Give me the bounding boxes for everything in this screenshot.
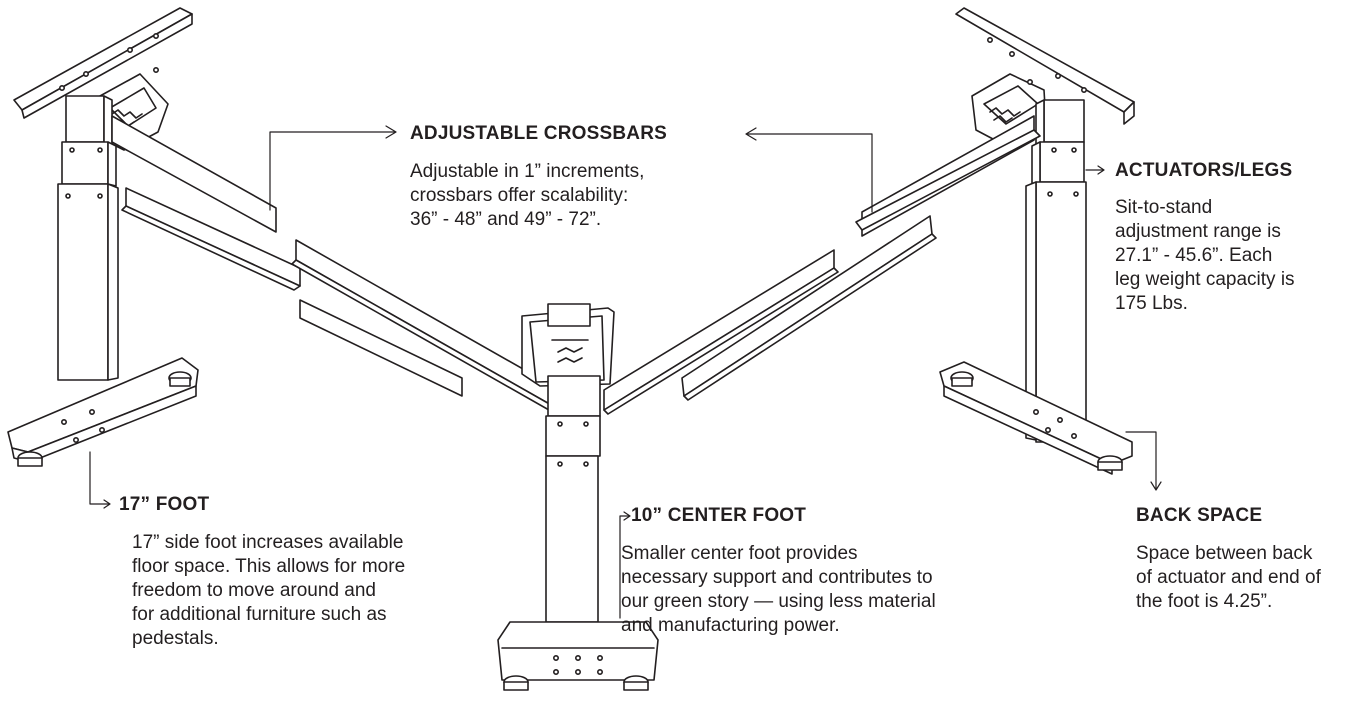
center-leg-assembly — [497, 303, 659, 691]
actuators-arrow — [1085, 165, 1105, 175]
foot17-title: 17” FOOT — [119, 494, 210, 515]
left-actuator-column — [57, 95, 119, 381]
center-foot-title: 10” CENTER FOOT — [631, 505, 807, 526]
left-leg-assembly — [7, 7, 301, 467]
foot17-arrow — [89, 451, 111, 509]
back-space-callout: BACK SPACE Space between back of actuato… — [1136, 505, 1321, 614]
center-foot-description: Smaller center foot provides necessary s… — [621, 543, 936, 636]
foot17-callout: 17” FOOT 17” side foot increases availab… — [119, 494, 405, 651]
left-crossbar — [291, 239, 561, 415]
crossbars-left-arrow — [269, 125, 397, 211]
center-top-bracket — [521, 303, 615, 387]
back-space-title: BACK SPACE — [1136, 505, 1263, 526]
actuators-callout: ACTUATORS/LEGS Sit-to-stand adjustment r… — [1115, 160, 1295, 316]
right-crossbar — [603, 215, 937, 415]
left-crossbar-bracket — [111, 115, 301, 291]
center-actuator-column — [545, 375, 601, 623]
callout-leader-lines — [89, 125, 1162, 619]
center-foot — [497, 621, 659, 691]
left-foot — [7, 357, 199, 467]
crossbars-title: ADJUSTABLE CROSSBARS — [410, 123, 668, 144]
actuators-title: ACTUATORS/LEGS — [1115, 160, 1293, 181]
back-space-description: Space between back of actuator and end o… — [1136, 543, 1321, 612]
foot17-description: 17” side foot increases available floor … — [132, 532, 406, 649]
right-crossbar-bracket — [855, 115, 1041, 237]
right-actuator-column — [1025, 99, 1087, 443]
back-space-arrow — [1125, 431, 1162, 491]
actuators-description: Sit-to-stand adjustment range is 27.1” -… — [1115, 197, 1295, 314]
crossbars-right-arrow — [745, 127, 873, 213]
right-leg-assembly — [855, 7, 1135, 475]
right-foot — [939, 361, 1133, 475]
center-foot-callout: 10” CENTER FOOT Smaller center foot prov… — [621, 505, 936, 638]
crossbars-callout: ADJUSTABLE CROSSBARS Adjustable in 1” in… — [410, 123, 667, 232]
crossbars-description: Adjustable in 1” increments, crossbars o… — [410, 161, 645, 230]
center-foot-arrow — [619, 511, 631, 619]
